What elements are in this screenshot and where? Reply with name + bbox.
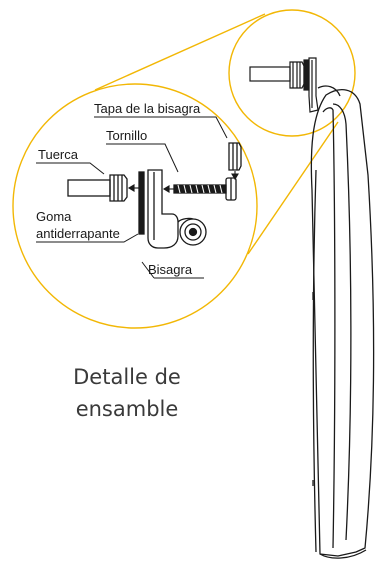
leader-bisagra [141, 261, 204, 279]
source-hinge-detail [249, 57, 319, 113]
source-bracket [308, 57, 319, 113]
callout-connector-bottom [247, 121, 339, 255]
label-bisagra: Bisagra [148, 262, 193, 277]
monitor-panel-line-1 [332, 103, 352, 541]
monitor-panel-line-2 [322, 107, 336, 549]
callout-group [12, 9, 356, 329]
hinge-cap [228, 142, 242, 171]
label-goma: Goma [36, 209, 72, 224]
detail-magnifier-circle [12, 83, 258, 329]
hinge-bracket [147, 169, 179, 249]
monitor-side-profile [310, 85, 375, 559]
caption-line-1: Detalle de [73, 365, 181, 389]
monitor-hinge-joint [317, 85, 341, 97]
callout-connector-top [94, 13, 266, 91]
caption-line-2: ensamble [76, 397, 179, 421]
leader-tuerca [36, 162, 105, 175]
nut-head [109, 174, 128, 202]
label-antiderrapante: antiderrapante [36, 226, 120, 241]
screw-body [173, 184, 227, 194]
nut-shaft [67, 179, 111, 197]
monitor-back-shell [310, 89, 375, 557]
leader-tapa [94, 116, 228, 139]
rubber-plate [138, 171, 145, 235]
label-tapa-bisagra: Tapa de la bisagra [94, 101, 201, 116]
monitor-front-bezel [312, 169, 317, 553]
source-callout-circle [228, 9, 356, 137]
label-tuerca: Tuerca [38, 147, 79, 162]
source-shaft [249, 66, 291, 82]
leader-goma [36, 233, 139, 243]
monitor-bottom-foot [319, 549, 367, 559]
assembly-arrows [127, 171, 239, 193]
exploded-assembly [67, 142, 242, 249]
label-tornillo: Tornillo [106, 128, 147, 143]
source-plate [303, 59, 310, 91]
leader-lines [36, 116, 228, 279]
leader-tornillo [106, 143, 179, 173]
